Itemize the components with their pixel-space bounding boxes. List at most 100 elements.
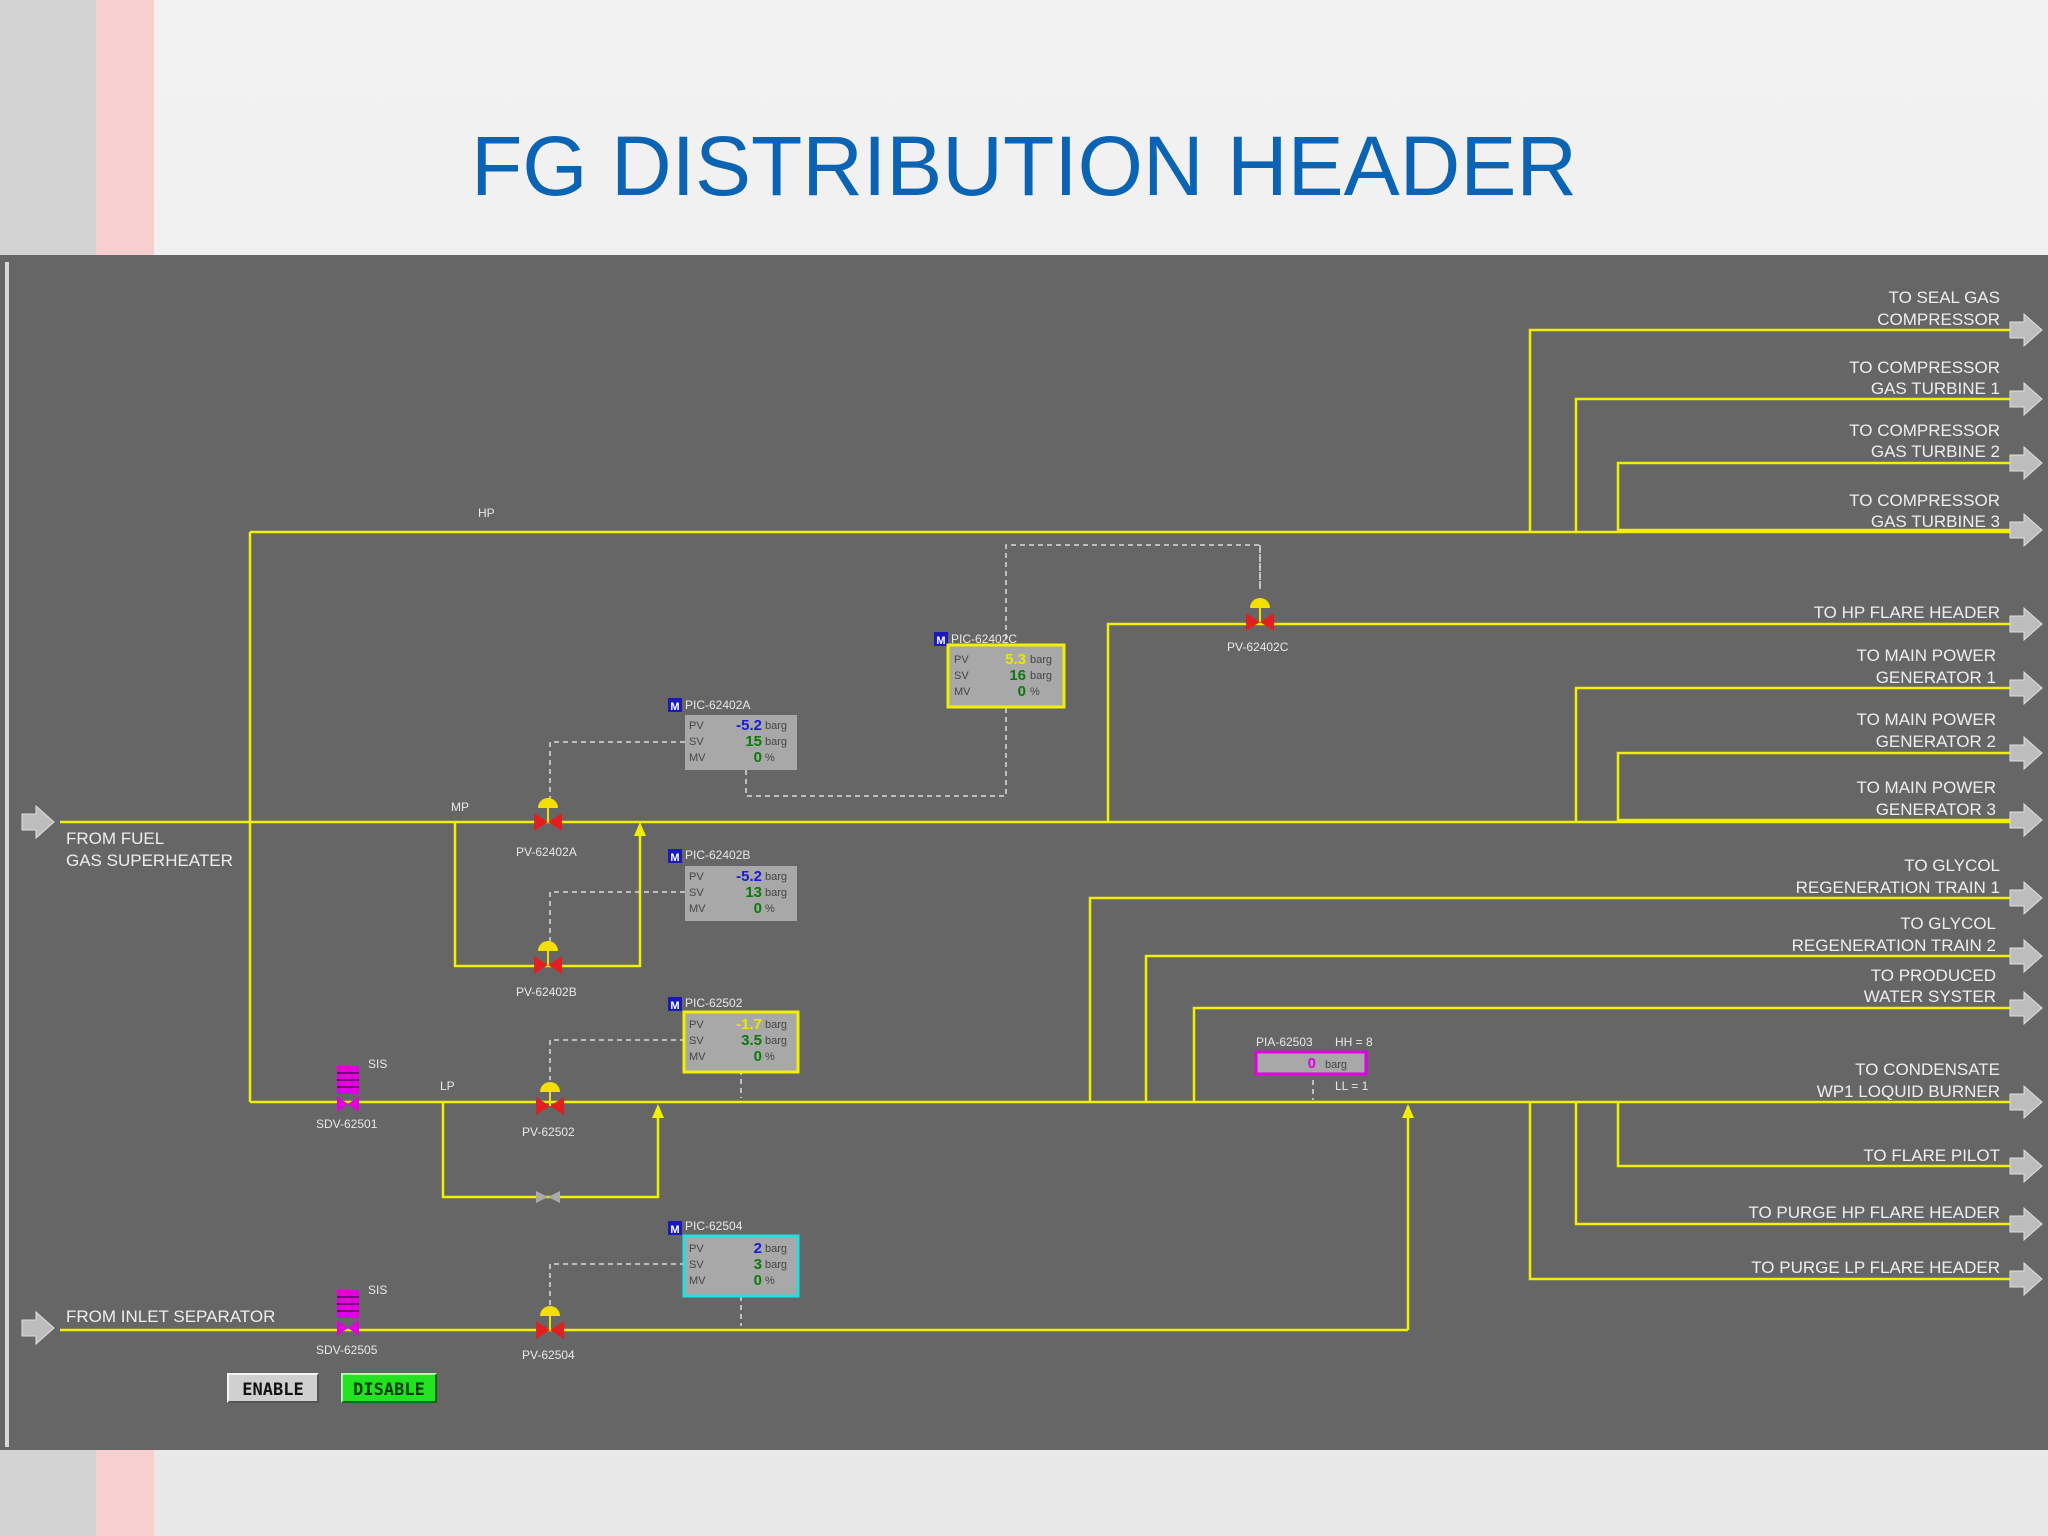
mv-row-label: MV [689, 1275, 706, 1287]
destination-label: TO FLARE PILOT [1863, 1146, 2000, 1165]
unit: % [765, 903, 775, 915]
unit: % [765, 752, 775, 764]
mv-row-label: MV [689, 903, 706, 915]
sv-value: 16 [1009, 667, 1026, 684]
panel-edge [5, 262, 9, 1447]
unit: barg [1030, 670, 1052, 682]
pv-value: -5.2 [736, 868, 762, 885]
indicator-unit: barg [1325, 1059, 1347, 1071]
destination-label: TO COMPRESSOR [1849, 421, 2000, 440]
unit: barg [765, 1019, 787, 1031]
mv-value: 0 [1018, 683, 1026, 700]
valve-tag: PV-62502 [522, 1125, 575, 1139]
sv-row-label: SV [689, 887, 704, 899]
sis-label: SIS [368, 1283, 387, 1297]
unit: barg [765, 871, 787, 883]
page-title: FG DISTRIBUTION HEADER [470, 119, 1578, 213]
destination-label: GENERATOR 1 [1876, 668, 1996, 687]
unit: % [765, 1051, 775, 1063]
enable-button[interactable]: ENABLE [227, 1373, 319, 1403]
unit: barg [765, 1035, 787, 1047]
manual-mode-badge [668, 698, 682, 712]
mv-row-label: MV [954, 686, 971, 698]
sv-value: 13 [745, 884, 762, 901]
mode-letter: M [670, 852, 679, 864]
sv-row-label: SV [689, 736, 704, 748]
destination-label: TO PURGE LP FLARE HEADER [1751, 1258, 2000, 1277]
destination-label: GENERATOR 2 [1876, 732, 1996, 751]
faceplate-pic-62402a[interactable]: M PIC-62402A PV SV MV -5.2 15 0 barg bar… [668, 698, 797, 770]
pv-value: -5.2 [736, 717, 762, 734]
shutdown-valve-icon[interactable] [336, 1065, 360, 1113]
faceplate-pic-62502[interactable]: M PIC-62502 PV SV MV -1.7 3.5 0 barg bar… [668, 996, 800, 1074]
destination-label: TO MAIN POWER [1857, 710, 1996, 729]
destination-label: TO PURGE HP FLARE HEADER [1748, 1203, 2000, 1222]
indicator-ll-limit: LL = 1 [1335, 1079, 1369, 1093]
valve-tag: PV-62402B [516, 985, 577, 999]
lp-header-label: LP [440, 1079, 455, 1093]
destination-label: TO GLYCOL [1900, 914, 1996, 933]
controller-box [682, 1234, 800, 1298]
destination-label: GENERATOR 3 [1876, 800, 1996, 819]
indicator-hh-limit: HH = 8 [1335, 1035, 1373, 1049]
valve-tag: PV-62504 [522, 1348, 575, 1362]
controller-box [685, 866, 797, 921]
destination-label: REGENERATION TRAIN 1 [1796, 878, 2000, 897]
controller-box [682, 1010, 800, 1074]
source-label: FROM FUEL [66, 829, 164, 848]
control-valve-icon[interactable] [535, 1081, 565, 1116]
destination-label: GAS TURBINE 2 [1871, 442, 2000, 461]
faceplate-pic-62402b[interactable]: M PIC-62402B PV SV MV -5.2 13 0 barg bar… [668, 848, 797, 921]
control-valve-icon[interactable] [533, 797, 563, 832]
destination-label: TO PRODUCED [1871, 966, 1996, 985]
mode-letter: M [670, 1224, 679, 1236]
flow-arrow-icon [652, 1104, 664, 1118]
sv-value: 15 [745, 733, 762, 750]
inlet-arrow-icon [21, 805, 55, 839]
sis-label: SIS [368, 1057, 387, 1071]
mode-letter: M [936, 635, 945, 647]
control-valve-icon[interactable] [1245, 597, 1275, 632]
manual-mode-badge [934, 632, 948, 646]
hp-header-label: HP [478, 506, 495, 520]
unit: barg [765, 736, 787, 748]
manual-mode-badge [668, 849, 682, 863]
pressure-indicator-pia-62503[interactable]: PIA-62503 HH = 8 0 barg LL = 1 [1254, 1035, 1373, 1093]
control-valve-icon[interactable] [535, 1305, 565, 1340]
destination-label: TO GLYCOL [1904, 856, 2000, 875]
hmi-panel [0, 255, 2048, 1450]
sv-value: 3 [754, 1256, 762, 1273]
unit: barg [765, 887, 787, 899]
valve-tag: PV-62402C [1227, 640, 1289, 654]
destination-label: REGENERATION TRAIN 2 [1792, 936, 1996, 955]
pipe-lines [60, 328, 2010, 1332]
pv-value: 2 [754, 1240, 762, 1257]
disable-button[interactable]: DISABLE [341, 1373, 437, 1403]
controller-tag: PIC-62502 [685, 996, 743, 1010]
unit: barg [765, 720, 787, 732]
destination-label: TO COMPRESSOR [1849, 358, 2000, 377]
pv-row-label: PV [689, 871, 704, 883]
indicator-tag: PIA-62503 [1256, 1035, 1313, 1049]
unit: barg [765, 1259, 787, 1271]
controller-tag: PIC-62402C [951, 632, 1017, 646]
faceplate-pic-62504[interactable]: M PIC-62504 PV SV MV 2 3 0 barg barg % [668, 1219, 800, 1298]
manual-mode-badge [668, 997, 682, 1011]
mv-value: 0 [754, 749, 762, 766]
control-valve-icon[interactable] [533, 940, 563, 975]
pv-row-label: PV [689, 1243, 704, 1255]
mv-row-label: MV [689, 1051, 706, 1063]
destination-label: TO CONDENSATE [1855, 1060, 2000, 1079]
destination-label: WP1 LOQUID BURNER [1817, 1082, 2000, 1101]
signal-lines [549, 544, 1314, 1326]
source-label: GAS SUPERHEATER [66, 851, 233, 870]
controller-box [946, 643, 1066, 709]
destination-label: TO MAIN POWER [1857, 778, 1996, 797]
mp-header-label: MP [451, 800, 469, 814]
destination-label: GAS TURBINE 1 [1871, 379, 2000, 398]
mode-letter: M [670, 701, 679, 713]
faceplate-pic-62402c[interactable]: M PIC-62402C PV SV MV 5.3 16 0 barg barg… [934, 632, 1066, 709]
unit: % [1030, 686, 1040, 698]
valve-tag: PV-62402A [516, 845, 577, 859]
